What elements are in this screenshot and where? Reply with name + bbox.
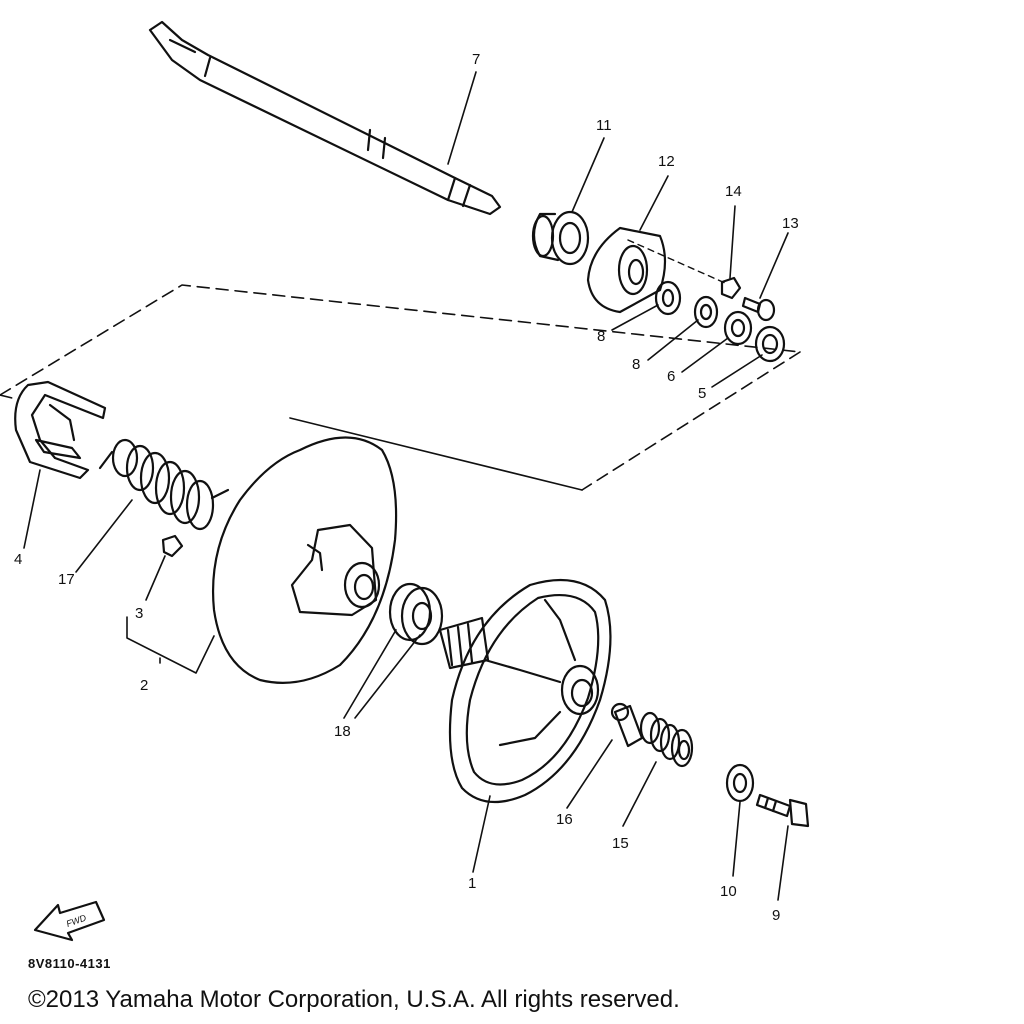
- callout-11: 11: [596, 117, 612, 134]
- assembly-boundary-edge: [289, 417, 583, 491]
- washer-part-8b: [693, 295, 719, 329]
- bolt-part-9: [755, 793, 810, 828]
- assembly-boundary: [0, 284, 801, 491]
- sheave-part-2: [211, 436, 398, 684]
- callout-3: 3: [135, 605, 143, 622]
- callout-15: 15: [612, 835, 629, 852]
- callout-5: 5: [698, 385, 706, 402]
- copyright-notice: ©2013 Yamaha Motor Corporation, U.S.A. A…: [28, 986, 680, 1013]
- callout-10: 10: [720, 883, 737, 900]
- bearing-part-11: [531, 210, 590, 266]
- callout-9: 9: [772, 907, 780, 924]
- callout-2: 2: [140, 677, 148, 694]
- washer-part-10: [725, 763, 755, 803]
- bolt-part-13: [741, 296, 776, 322]
- figure-code: 8V8110-4131: [28, 956, 111, 971]
- washer-part-8a: [654, 280, 682, 316]
- callout-6: 6: [667, 368, 675, 385]
- forward-arrow-icon: [33, 900, 106, 942]
- spring-part-17: [98, 438, 230, 531]
- callout-1: 1: [468, 875, 476, 892]
- callout-17: 17: [58, 571, 75, 588]
- callout-7: 7: [472, 51, 480, 68]
- spring-part-15: [639, 711, 694, 768]
- washer-part-6: [723, 310, 753, 346]
- small-piece-part-3: [161, 534, 184, 558]
- callout-labels: 1 2 3 4 5 6 7 8 8 9 10 11 12 13 14 15 16…: [14, 51, 799, 929]
- plate-part-12: [586, 226, 726, 314]
- callout-12: 12: [658, 153, 675, 170]
- washer-part-5: [754, 325, 786, 363]
- nut-part-14: [720, 276, 742, 300]
- leader-lines: [23, 71, 789, 901]
- callout-18: 18: [334, 723, 351, 740]
- washers-part-18: [388, 582, 444, 646]
- collar-part-16: [610, 702, 644, 748]
- callout-13: 13: [782, 215, 799, 232]
- callout-8b: 8: [632, 356, 640, 373]
- movable-sheave-part-1: [438, 578, 612, 804]
- cam-part-4: [14, 380, 107, 480]
- callout-14: 14: [725, 183, 742, 200]
- shaft-part-7: [148, 20, 502, 216]
- callout-4: 4: [14, 551, 22, 568]
- callout-16: 16: [556, 811, 573, 828]
- callout-8a: 8: [597, 328, 605, 345]
